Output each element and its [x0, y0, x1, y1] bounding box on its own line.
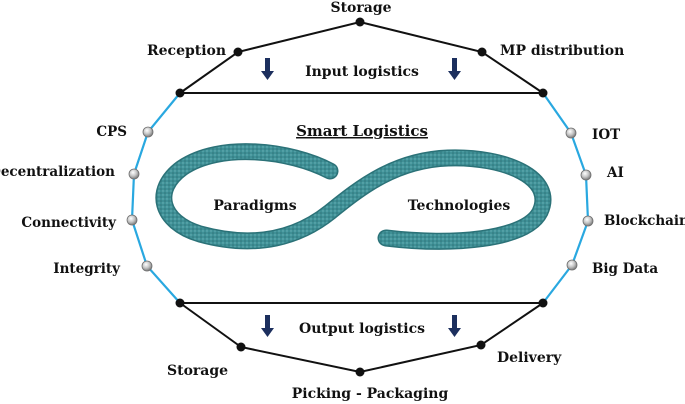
input-arrows — [261, 58, 461, 80]
node-dot — [233, 47, 243, 57]
paradigm-decentralization-label: Decentralization — [0, 164, 115, 180]
picking-packaging-label: Picking - Packaging — [292, 386, 449, 402]
technology-node — [566, 259, 578, 271]
technology-node — [580, 169, 592, 181]
node-dot — [538, 88, 548, 98]
technology-big-data-label: Big Data — [592, 261, 658, 277]
paradigm-node — [128, 168, 140, 180]
top-frame-line — [179, 20, 544, 94]
side-nodes — [126, 126, 594, 272]
reception-label: Reception — [147, 43, 226, 59]
delivery-label: Delivery — [497, 350, 562, 366]
paradigm-node — [126, 214, 138, 226]
infinity-icon — [155, 143, 552, 250]
paradigm-node — [142, 126, 154, 138]
down-arrow-icon — [448, 315, 461, 337]
output-logistics-label: Output logistics — [299, 321, 425, 337]
right-side-line — [542, 92, 590, 304]
node-dot — [476, 340, 486, 350]
output-arrows — [261, 315, 461, 337]
bottom-frame-line — [179, 302, 544, 374]
technology-iot-label: IOT — [592, 127, 620, 143]
paradigm-node — [141, 260, 153, 272]
technology-ai-label: AI — [606, 165, 624, 181]
infinity-stroke-texture — [157, 144, 550, 249]
left-side-line — [130, 92, 181, 304]
paradigms-label: Paradigms — [213, 198, 296, 214]
mp-distribution-label: MP distribution — [500, 43, 624, 59]
node-dot — [355, 17, 365, 27]
down-arrow-icon — [261, 58, 274, 80]
down-arrow-icon — [448, 58, 461, 80]
node-dot — [477, 47, 487, 57]
technology-node — [565, 127, 577, 139]
technology-node — [582, 215, 594, 227]
bottom-frame — [179, 302, 544, 374]
technologies-label: Technologies — [408, 198, 511, 214]
node-dot — [538, 298, 548, 308]
down-arrow-icon — [261, 315, 274, 337]
input-logistics-label: Input logistics — [305, 64, 419, 80]
node-dot — [236, 342, 246, 352]
paradigm-cps-label: CPS — [96, 124, 127, 140]
paradigm-connectivity-label: Connectivity — [21, 215, 117, 231]
frame-nodes — [175, 17, 548, 377]
paradigm-integrity-label: Integrity — [53, 261, 121, 277]
node-dot — [175, 88, 185, 98]
top-frame — [179, 20, 544, 94]
bottom-storage-label: Storage — [167, 363, 228, 379]
top-storage-label: Storage — [330, 0, 391, 16]
node-dot — [175, 298, 185, 308]
side-lines — [130, 92, 590, 304]
node-dot — [355, 367, 365, 377]
technology-blockchain-label: Blockchain — [604, 213, 685, 229]
diagram-title: Smart Logistics — [296, 122, 428, 140]
